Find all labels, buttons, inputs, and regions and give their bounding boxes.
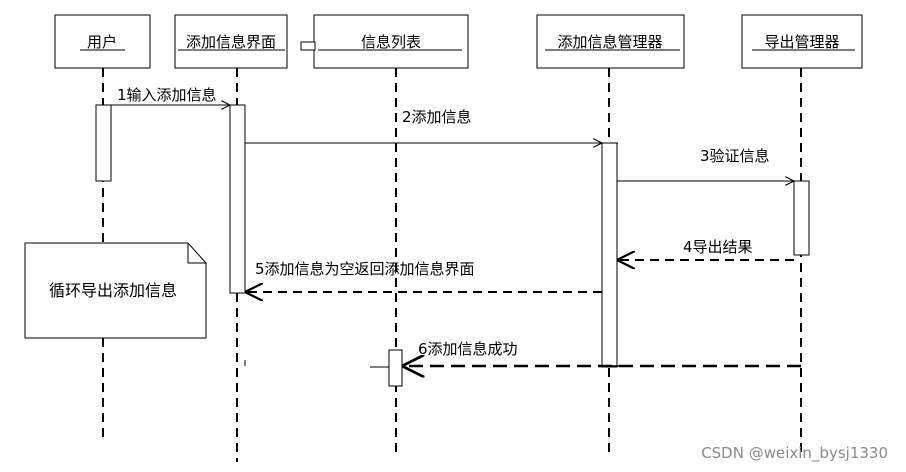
- loop-note: 循环导出添加信息: [24, 242, 207, 339]
- participant-export-manager: 导出管理器: [741, 14, 863, 69]
- message-2: 2添加信息: [245, 108, 618, 143]
- activation-user: [95, 104, 112, 182]
- message-3-label: 3验证信息: [700, 147, 770, 165]
- watermark: CSDN @weixin_bysj1330: [701, 444, 888, 463]
- message-3: 3验证信息: [617, 147, 794, 181]
- message-4-label: 4导出结果: [683, 238, 753, 256]
- participant-export-manager-label: 导出管理器: [764, 33, 839, 51]
- loop-note-label: 循环导出添加信息: [49, 281, 177, 300]
- participant-user-label: 用户: [87, 33, 117, 51]
- activation-export-manager: [793, 180, 810, 256]
- participant-info-list: 信息列表: [300, 14, 469, 69]
- small-rect-icon: [300, 41, 316, 51]
- participant-add-info-manager-label: 添加信息管理器: [557, 33, 662, 51]
- activation-info-list: [388, 349, 403, 387]
- message-4: 4导出结果: [617, 238, 794, 260]
- participant-add-info-ui-label: 添加信息界面: [186, 33, 276, 51]
- message-1: 1输入添加信息: [111, 86, 230, 105]
- participant-user: 用户: [54, 14, 151, 69]
- activation-add-info-manager: [601, 142, 618, 368]
- participant-info-list-label: 信息列表: [361, 33, 421, 51]
- message-6-label: 6添加信息成功: [418, 340, 518, 358]
- activation-add-info-ui: [229, 104, 246, 294]
- participant-add-info-manager: 添加信息管理器: [536, 14, 685, 69]
- message-6: 6添加信息成功: [402, 340, 801, 366]
- participant-add-info-ui: 添加信息界面: [174, 14, 288, 69]
- message-1-label: 1输入添加信息: [117, 86, 217, 104]
- message-2-label: 2添加信息: [402, 108, 472, 126]
- message-5: 5添加信息为空返回添加信息界面: [245, 260, 602, 292]
- message-5-label: 5添加信息为空返回添加信息界面: [255, 260, 475, 278]
